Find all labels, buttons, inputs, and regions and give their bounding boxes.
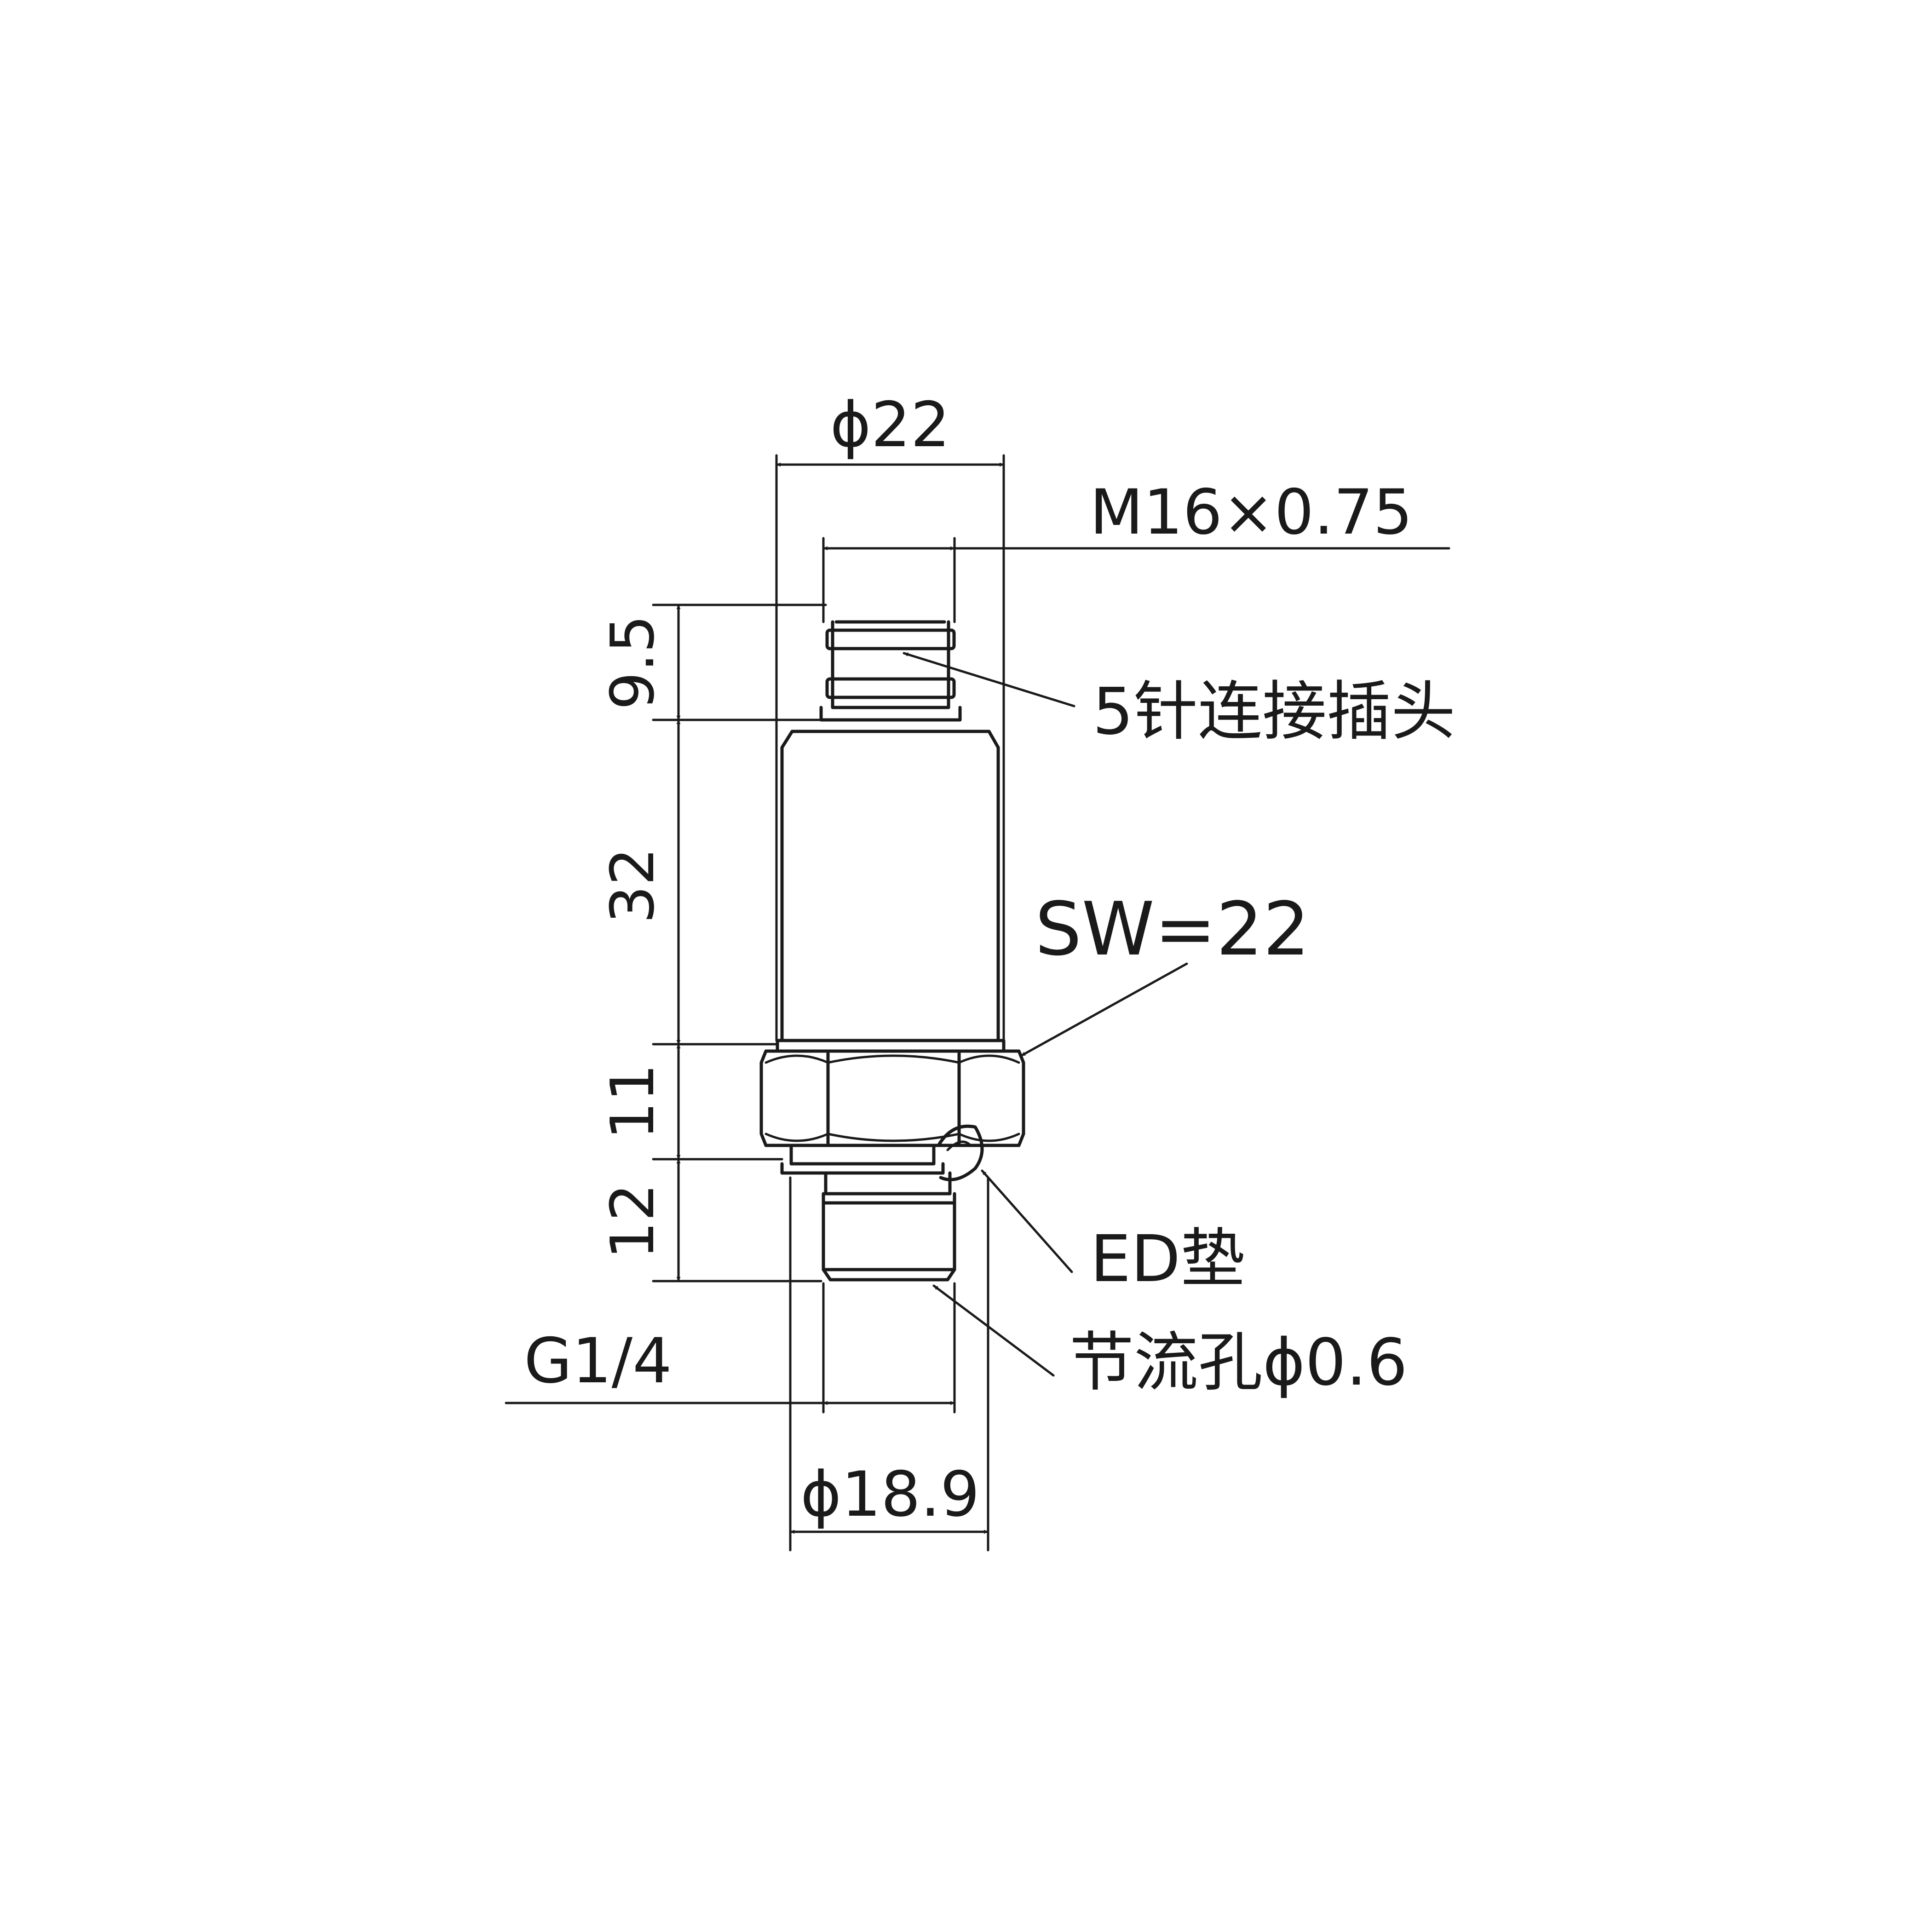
hex-height-label: 11 xyxy=(598,1064,667,1139)
sensor-body xyxy=(776,730,1006,1053)
process-thread-label: G1/4 xyxy=(524,1325,672,1397)
process-thread xyxy=(822,1171,956,1282)
restrictor-callout: 节流孔ϕ0.6 xyxy=(1070,1325,1408,1400)
connector-callout: 5针连接插头 xyxy=(1092,674,1455,749)
connector-thread-label: M16×0.75 xyxy=(1090,476,1413,548)
callout-leaders xyxy=(903,652,1188,1377)
sensor-outline xyxy=(759,620,1025,1282)
ed-gasket xyxy=(780,1124,984,1181)
connector-height-label: 9.5 xyxy=(598,615,667,710)
dimension-lines xyxy=(505,454,1450,1552)
body-diameter-label: ϕ22 xyxy=(830,389,950,461)
hex-nut xyxy=(759,1049,1025,1147)
body-height-label: 32 xyxy=(598,847,667,923)
thread-height-label: 12 xyxy=(598,1183,667,1259)
connector-plug xyxy=(819,620,962,722)
wrench-size-callout: SW=22 xyxy=(1035,886,1310,972)
dimension-labels: ϕ22 M16×0.75 9.5 32 11 12 G1/4 ϕ18.9 xyxy=(524,389,1413,1530)
gasket-callout: ED垫 xyxy=(1090,1222,1245,1297)
callout-labels: 5针连接插头 SW=22 ED垫 节流孔ϕ0.6 xyxy=(1035,674,1455,1400)
thread-diameter-label: ϕ18.9 xyxy=(800,1458,980,1530)
